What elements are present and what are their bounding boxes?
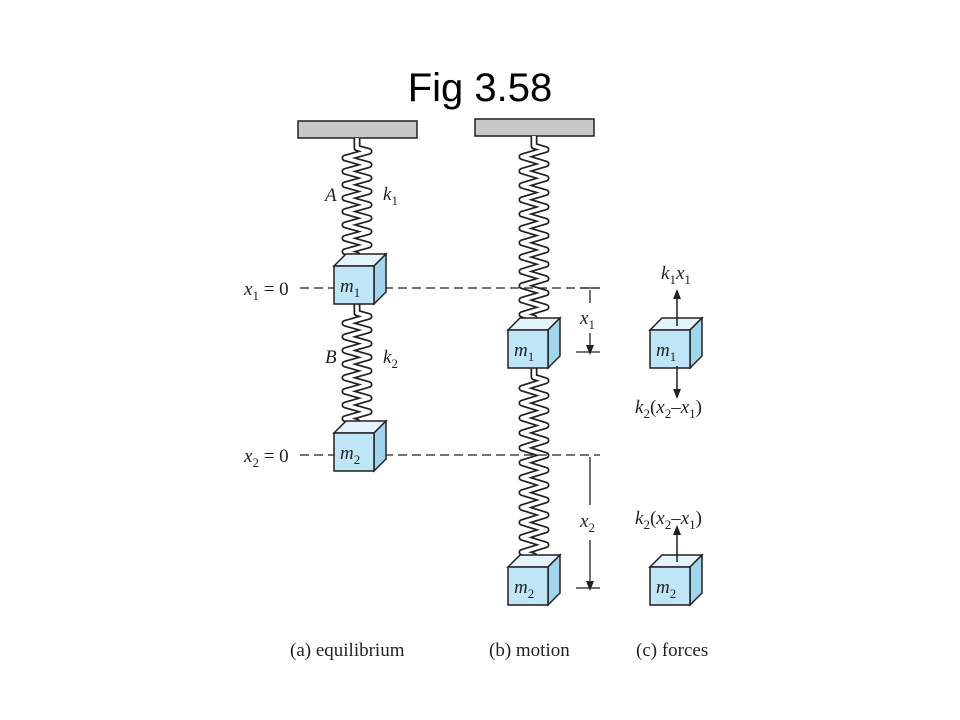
block-m2-c-front [649,566,691,606]
block-m1-b-front [507,329,549,369]
block-m1-a [332,252,388,306]
x1-zero-label: x1 = 0 [243,279,289,303]
x2-displacement-label: x2 [579,511,595,535]
block-m1-b [506,316,562,370]
ceiling-b [474,118,595,137]
spring-a-label: A [323,185,337,206]
block-m2-a [332,419,388,473]
force-k2-diff-label-m1: k2(x2–x1) [635,397,702,421]
block-m2-c [648,553,704,607]
force-k1x1-label: k1x1 [661,263,691,287]
m2-label-b: m2 [514,577,534,601]
caption-forces: (c) forces [636,640,708,661]
caption-equilibrium: (a) equilibrium [290,640,405,661]
k2-label: k2 [383,347,398,371]
m2-label-c: m2 [656,577,676,601]
block-m1-c [648,316,704,370]
block-m1-a-front [333,265,375,305]
caption-motion: (b) motion [489,640,570,661]
block-m2-a-front [333,432,375,472]
x2-zero-label: x2 = 0 [243,446,289,470]
force-k2-diff-label-m2: k2(x2–x1) [635,508,702,532]
ceiling-a [297,120,418,139]
x1-displacement-label: x1 [579,308,595,332]
block-m1-c-front [649,329,691,369]
spring-k2-a-core [343,303,371,432]
spring-b-label: B [325,347,337,368]
m1-label-c: m1 [656,340,676,364]
m1-label-a: m1 [340,276,360,300]
block-m2-b-front [507,566,549,606]
spring-k1-a-core [343,138,371,265]
m1-label-b: m1 [514,340,534,364]
figure-title: Fig 3.58 [407,66,553,110]
m2-label-a: m2 [340,443,360,467]
spring-k1-b-core [520,136,548,328]
k1-label: k1 [383,184,398,208]
block-m2-b [506,553,562,607]
spring-k2-b-core [520,367,548,566]
